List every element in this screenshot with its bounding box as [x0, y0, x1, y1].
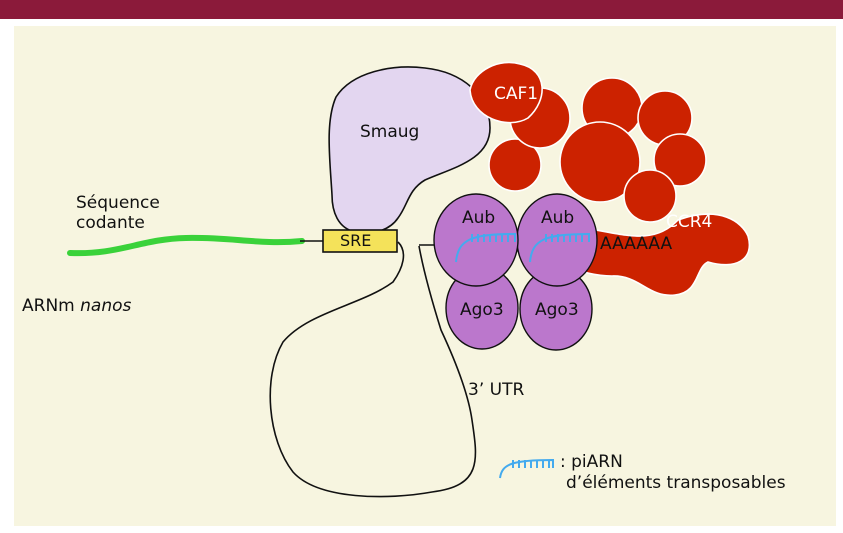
- sre-label: SRE: [340, 231, 372, 250]
- legend-line-1: : piARN: [560, 452, 623, 472]
- mrna-label: ARNm nanos: [22, 296, 131, 316]
- coding-sequence-label: Séquence codante: [76, 193, 160, 233]
- caf1-ccr4-complex: [469, 61, 751, 296]
- aub-label-1: Aub: [462, 208, 496, 228]
- ago3-label-2: Ago3: [535, 300, 579, 320]
- utr-loop: [269, 241, 477, 498]
- smaug-protein: [328, 66, 491, 234]
- legend-line-2: d’éléments transposables: [566, 473, 786, 493]
- utr-label: 3’ UTR: [468, 380, 525, 400]
- aub-label-2: Aub: [541, 208, 575, 228]
- ago3-label-1: Ago3: [460, 300, 504, 320]
- sre-box: [322, 229, 398, 253]
- piarn-strands: [455, 232, 590, 263]
- smaug-label: Smaug: [360, 122, 420, 142]
- ccr4-label: CCR4: [666, 212, 713, 232]
- coding-sequence: [67, 234, 305, 257]
- caf1-label: CAF1: [494, 84, 539, 104]
- header-bar: [0, 0, 843, 19]
- poly-a-tail-label: AAAAAA: [600, 234, 673, 254]
- piarn-legend-icon: [499, 458, 554, 479]
- mrna-label-gene: nanos: [80, 296, 132, 316]
- mrna-label-prefix: ARNm: [22, 296, 75, 316]
